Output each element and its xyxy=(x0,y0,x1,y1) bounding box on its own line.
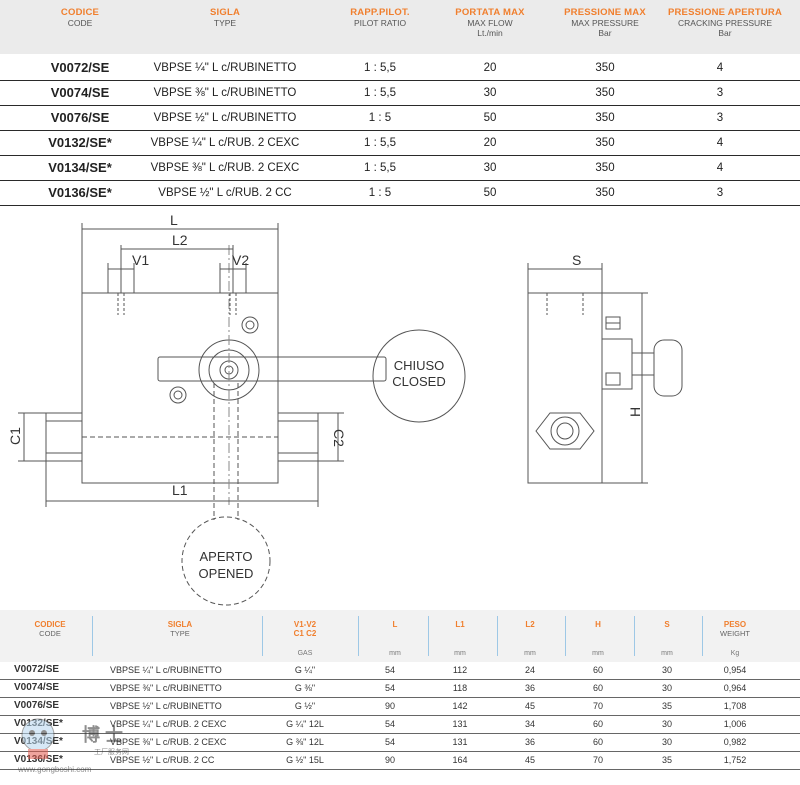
lever-arm xyxy=(157,356,387,382)
screw-bottom xyxy=(169,386,187,404)
valve-technical-drawing: L L2 V1 V2 C1 C2 L1 S H CHIUSO CLOSED AP… xyxy=(7,212,683,606)
dim-label-C2: C2 xyxy=(331,429,347,447)
valve-body-front xyxy=(81,292,279,484)
header-code: CODICE CODE xyxy=(34,620,66,638)
table-row: V0072/SE VBPSE ¼" L c/RUBINETTO G ¼" 54 … xyxy=(0,662,800,680)
table-row: V0074/SE VBPSE ⅜" L c/RUBINETTO 1 : 5,5 … xyxy=(0,81,800,106)
header-L2: L2 xyxy=(525,620,535,629)
dim-label-C1: C1 xyxy=(7,427,23,445)
dim-label-H: H xyxy=(627,407,643,417)
header-weight: PESO WEIGHT xyxy=(720,620,750,638)
dim-label-L1: L1 xyxy=(172,482,188,498)
header-H: H xyxy=(595,620,601,629)
header-pilot-ratio: RAPP.PILOT. PILOT RATIO xyxy=(350,7,410,29)
header-code: CODICE CODE xyxy=(60,7,100,29)
watermark: 博 士 工厂服务网 www.gongboshi.com xyxy=(14,715,144,785)
header-type: SIGLA TYPE xyxy=(167,620,193,638)
header-L: L xyxy=(392,620,398,629)
dim-label-S: S xyxy=(572,252,581,268)
hex-nut-side xyxy=(535,412,595,450)
header-max-flow: PORTATA MAX MAX FLOW Lt./min xyxy=(455,7,525,39)
table-row: V0072/SE VBPSE ¼" L c/RUBINETTO 1 : 5,5 … xyxy=(0,56,800,81)
screw-top xyxy=(241,316,259,334)
closed-label-it: CHIUSO xyxy=(394,358,445,373)
header-type: SIGLA TYPE xyxy=(209,7,241,29)
table-row: V0134/SE* VBPSE ⅜" L c/RUB. 2 CEXC 1 : 5… xyxy=(0,156,800,181)
table-row: V0076/SE VBPSE ½" L c/RUBINETTO G ½" 90 … xyxy=(0,698,800,716)
knob-side xyxy=(653,339,683,397)
dimension-table-header: CODICE CODE SIGLA TYPE V1-V2 C1 C2 GAS L… xyxy=(0,610,800,662)
port-right xyxy=(277,412,319,462)
header-gas: V1-V2 C1 C2 xyxy=(293,620,317,638)
knob-open xyxy=(181,516,271,606)
spec-table-top-header: CODICE CODE SIGLA TYPE RAPP.PILOT. PILOT… xyxy=(0,0,800,54)
header-cracking-pressure: PRESSIONE APERTURA CRACKING PRESSURE Bar xyxy=(667,7,783,39)
dim-label-V2: V2 xyxy=(232,252,249,268)
valve-body-side xyxy=(527,292,603,484)
open-label-en: OPENED xyxy=(199,566,254,581)
knob-closed xyxy=(372,329,466,423)
dim-label-V1: V1 xyxy=(132,252,149,268)
closed-label-en: CLOSED xyxy=(392,374,445,389)
header-S: S xyxy=(664,620,670,629)
dimension-table: CODICE CODE SIGLA TYPE V1-V2 C1 C2 GAS L… xyxy=(0,610,800,785)
dim-label-L2: L2 xyxy=(172,232,188,248)
header-max-pressure: PRESSIONE MAX MAX PRESSURE Bar xyxy=(564,7,646,39)
table-row: V0136/SE* VBPSE ½" L c/RUB. 2 CC G ½" 15… xyxy=(0,752,800,770)
table-row: V0136/SE* VBPSE ½" L c/RUB. 2 CC 1 : 5 5… xyxy=(0,181,800,206)
table-row: V0074/SE VBPSE ⅜" L c/RUBINETTO G ⅜" 54 … xyxy=(0,680,800,698)
open-label-it: APERTO xyxy=(200,549,253,564)
robot-logo-icon xyxy=(21,718,55,759)
dim-label-L: L xyxy=(170,212,178,228)
header-L1: L1 xyxy=(455,620,465,629)
port-left xyxy=(45,412,83,462)
table-row: V0076/SE VBPSE ½" L c/RUBINETTO 1 : 5 50… xyxy=(0,106,800,131)
table-row: V0132/SE* VBPSE ¼" L c/RUB. 2 CEXC 1 : 5… xyxy=(0,131,800,156)
